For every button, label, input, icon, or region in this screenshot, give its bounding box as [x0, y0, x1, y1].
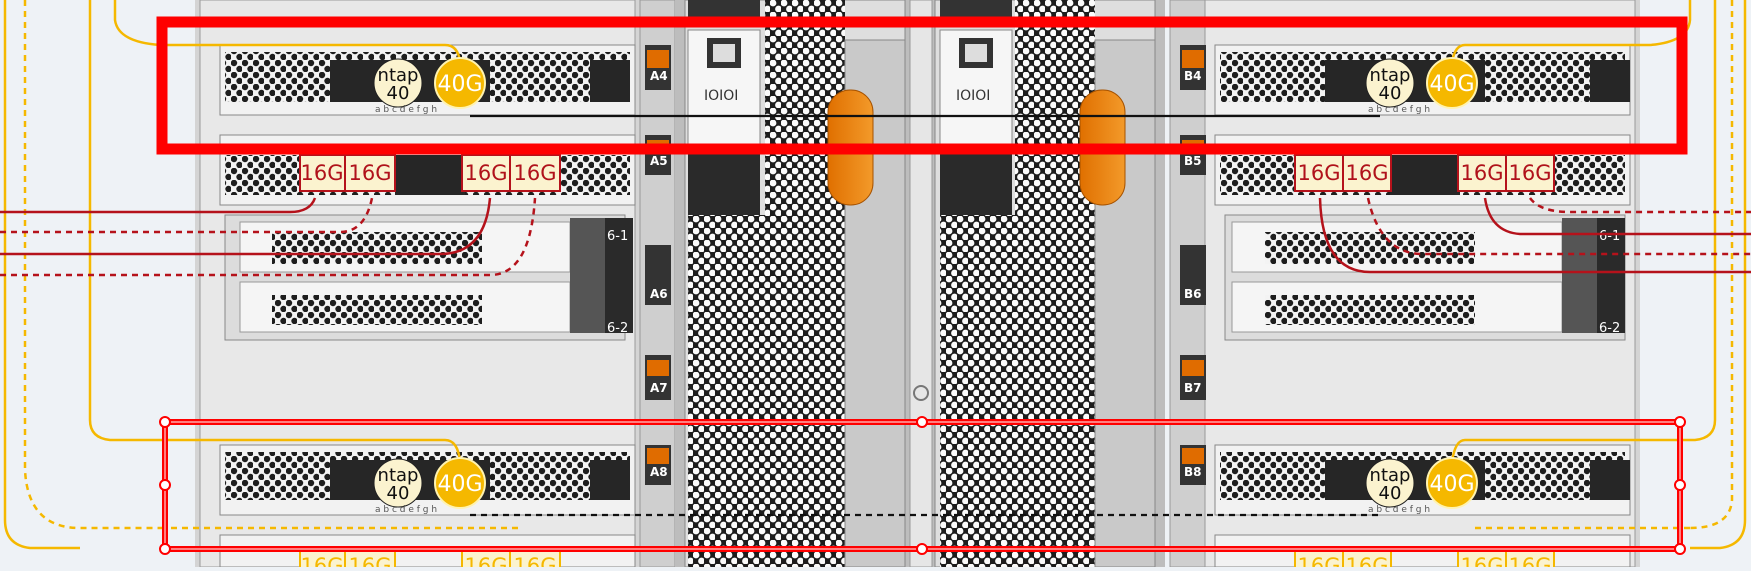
fc-port-label: 16G: [465, 554, 508, 567]
fc-labels-b: 16G 16G 16G 16G: [1294, 154, 1555, 192]
serial-label-a: IOIOI: [704, 88, 738, 104]
drive-bay-label-b-1: 6-1: [1599, 229, 1620, 244]
resize-handle[interactable]: [916, 543, 928, 555]
fc-port-label: 16G: [1346, 161, 1389, 185]
slot-a6: A6: [650, 287, 668, 301]
badge-a-bottom: ntap 40 40G a b c d e f g h: [373, 457, 486, 515]
fc-port-label: 16G: [1346, 554, 1389, 567]
resize-handle[interactable]: [159, 543, 171, 555]
yellow-40g-cables: [160, 43, 1690, 530]
port-letters: a b c d e f g h: [1368, 505, 1430, 515]
port-letters: a b c d e f g h: [375, 505, 437, 515]
fc-port-label: 16G: [301, 161, 344, 185]
yellow-cable-loops: [3, 0, 1747, 550]
drive-bay-label-a-2: 6-2: [607, 321, 628, 336]
port-letters: a b c d e f g h: [1368, 105, 1430, 115]
highlight-box-bottom[interactable]: [159, 416, 1686, 555]
drive-bays-b: 6-1 6-2: [1224, 214, 1626, 341]
black-cables: [470, 114, 1380, 517]
ntap-number: 40: [387, 83, 410, 104]
slot-b6: B6: [1184, 287, 1202, 301]
resize-handle[interactable]: [159, 416, 171, 428]
resize-handle[interactable]: [1674, 543, 1686, 555]
highlight-box-top: [156, 16, 1688, 155]
badge-b-bottom: ntap 40 40G a b c d e f g h: [1365, 457, 1478, 515]
port-letters: a b c d e f g h: [375, 105, 437, 115]
slot-b8: B8: [1184, 465, 1202, 479]
slot-a5: A5: [650, 154, 668, 168]
fc-port-label: 16G: [349, 161, 392, 185]
fc-port-label: 16G: [1461, 161, 1504, 185]
badge-b-top: ntap 40 40G a b c d e f g h: [1365, 57, 1478, 115]
slot-b4: B4: [1184, 69, 1202, 83]
fc-port-label: 16G: [301, 554, 344, 567]
badge-a-top: ntap 40 40G a b c d e f g h: [373, 57, 486, 115]
io-module-b-bottom: [1214, 444, 1631, 516]
slot-a4: A4: [650, 69, 668, 83]
fc-port-label: 16G: [1298, 161, 1341, 185]
fc-port-label: 16G: [1298, 554, 1341, 567]
fc-labels-a: 16G 16G 16G 16G: [299, 154, 561, 192]
ntap-number: 40: [1379, 483, 1402, 504]
fc-port-label: 16G: [465, 161, 508, 185]
port-40g-label: 40G: [1429, 72, 1474, 97]
center-controllers: IOIOI IOIOI: [675, 0, 1165, 568]
fc-port-label: 16G: [1509, 554, 1552, 567]
drive-bay-label-a-1: 6-1: [607, 229, 628, 244]
slot-b5: B5: [1184, 154, 1202, 168]
fc-port-label: 16G: [1509, 161, 1552, 185]
slot-tabs-a: A4 A5 A6 A7 A8: [645, 45, 671, 485]
port-40g-label: 40G: [437, 472, 482, 497]
ntap-number: 40: [387, 483, 410, 504]
resize-handle[interactable]: [1674, 479, 1686, 491]
drive-bay-label-b-2: 6-2: [1599, 321, 1620, 336]
port-40g-label: 40G: [437, 72, 482, 97]
fc-port-label: 16G: [514, 161, 557, 185]
fc-port-label: 16G: [514, 554, 557, 567]
ntap-label: ntap: [378, 65, 419, 86]
ntap-label: ntap: [378, 465, 419, 486]
fc-port-label: 16G: [349, 554, 392, 567]
drive-bays-a: 6-1 6-2: [224, 214, 633, 341]
red-fc-cables: [0, 197, 1751, 277]
resize-handle[interactable]: [159, 479, 171, 491]
fc-port-label: 16G: [1461, 554, 1504, 567]
slot-b7: B7: [1184, 381, 1202, 395]
resize-handle[interactable]: [916, 416, 928, 428]
slot-a8: A8: [650, 465, 668, 479]
serial-label-b: IOIOI: [956, 88, 990, 104]
ntap-label: ntap: [1370, 465, 1411, 486]
resize-handle[interactable]: [1674, 416, 1686, 428]
ntap-label: ntap: [1370, 65, 1411, 86]
slot-a7: A7: [650, 381, 668, 395]
port-40g-label: 40G: [1429, 472, 1474, 497]
ntap-number: 40: [1379, 83, 1402, 104]
